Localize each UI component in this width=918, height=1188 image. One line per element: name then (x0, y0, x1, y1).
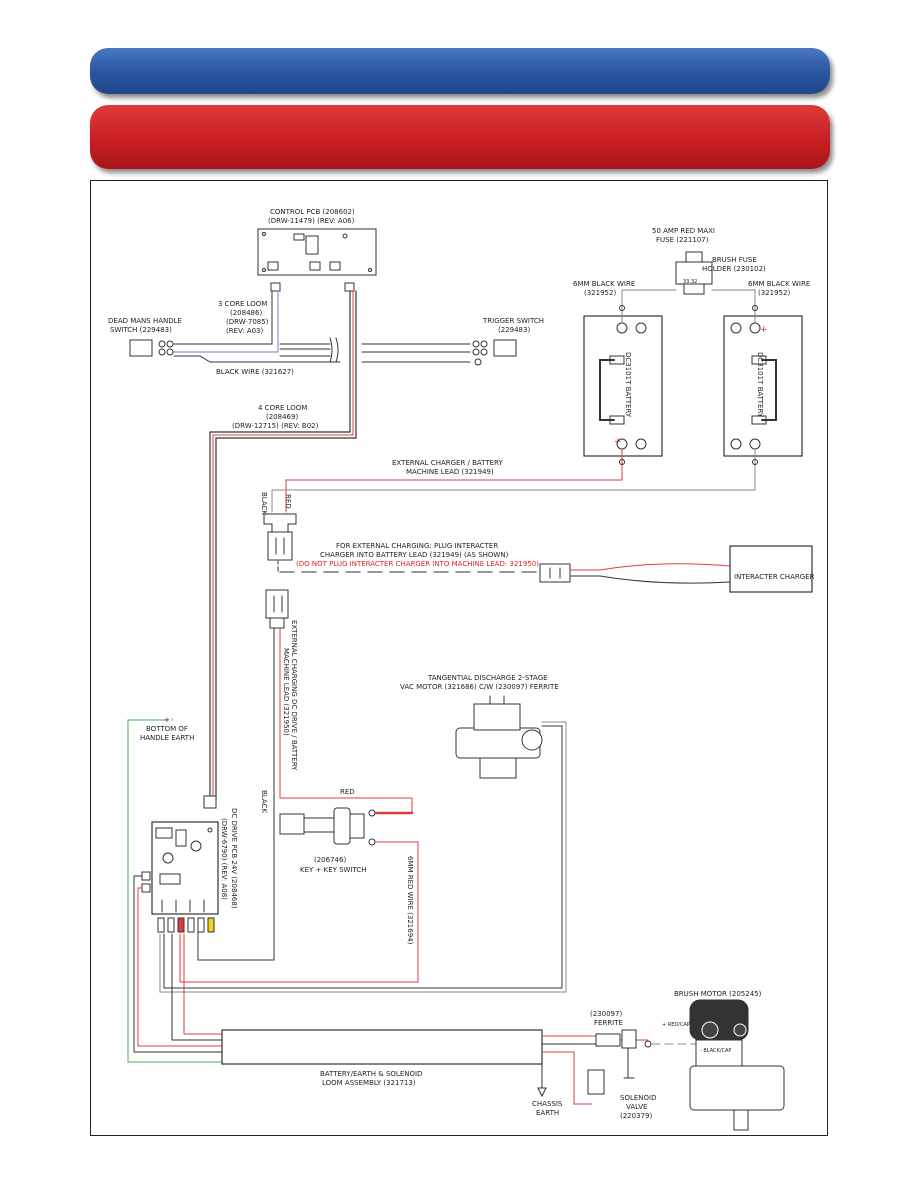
label-red-cap: + RED/CAP (662, 1022, 690, 1028)
label-dc-drive-2: (DRW-6790) (REV: A08) (220, 818, 228, 900)
label-chassis-earth-1: CHASSIS (532, 1100, 563, 1108)
label-bottom-handle-1: BOTTOM OF (146, 725, 188, 733)
label-ext-charger-2: MACHINE LEAD (321949) (406, 468, 494, 476)
title-banner-red (90, 105, 830, 169)
label-ferrite: FERRITE (594, 1019, 623, 1027)
label-brush-fuse-2: HOLDER (230102) (702, 265, 766, 273)
label-loom-assembly-2: LOOM ASSEMBLY (321713) (322, 1079, 416, 1087)
label-battery-left: DC3101T BATTERY (624, 352, 632, 418)
key-switch (279, 807, 376, 846)
label-dc-drive-1: DC DRIVE PCB 24V (208468) (230, 808, 238, 909)
label-interacter-charger: INTERACTER CHARGER (734, 573, 815, 581)
dead-mans-switch (129, 339, 174, 357)
label-ext-charging-warning: (DO NOT PLUG INTERACTER CHARGER INTO MAC… (296, 560, 539, 568)
brush-fuse-holder (675, 251, 713, 295)
label-battery-right: DC3101T BATTERY (756, 352, 764, 418)
label-key-switch: KEY + KEY SWITCH (300, 866, 367, 874)
label-red-key: RED (340, 788, 355, 796)
label-vac-motor-2: VAC MOTOR (321686) C/W (230097) FERRITE (400, 683, 559, 691)
label-solenoid-1: SOLENOID (620, 1094, 656, 1102)
label-dead-mans-2: SWITCH (229483) (110, 326, 172, 334)
battery-right (723, 315, 803, 457)
label-6mm-left-1: 6MM BLACK WIRE (573, 280, 635, 288)
solenoid-valve (587, 1029, 637, 1095)
interacter-charger-box (729, 545, 813, 593)
label-6mm-left-2: (321952) (584, 289, 616, 297)
earth-terminal-icon: +◦ (164, 716, 174, 724)
label-loom4-1: 4 CORE LOOM (258, 404, 307, 412)
label-bottom-handle-2: HANDLE EARTH (140, 734, 194, 742)
label-ext-charging-lead-1: EXTERNAL CHARGING DC DRIVE / BATTERY (290, 620, 298, 771)
trigger-switch (472, 339, 517, 366)
dc-drive-pcb (151, 821, 219, 915)
label-red-wire-6mm: 6MM RED WIRE (321694) (406, 856, 414, 945)
label-black: BLACK (260, 492, 268, 515)
svg-text:+: + (614, 437, 622, 447)
brush-motor (689, 999, 785, 1131)
label-ext-charging-note-2: CHARGER INTO BATTERY LEAD (321949) (AS S… (320, 551, 509, 559)
vac-motor (455, 695, 543, 779)
label-brush-motor: BRUSH MOTOR (205245) (674, 990, 762, 998)
interacter-charger-plug (539, 563, 571, 583)
svg-text:+: + (760, 325, 768, 335)
label-trigger-switch: TRIGGER SWITCH (482, 317, 544, 325)
label-ext-charging-lead-2: MACHINE LEAD (321950) (282, 648, 290, 736)
label-solenoid-2: VALVE (626, 1103, 647, 1111)
label-fuse-1: 50 AMP RED MAXI (652, 227, 715, 235)
label-red: RED (284, 494, 292, 509)
label-ferrite-id: (230097) (590, 1010, 622, 1018)
label-black-wire: BLACK WIRE (321627) (216, 368, 294, 376)
label-loom4-2: (208469) (266, 413, 298, 421)
label-black-cap: - BLACK/CAP (700, 1048, 731, 1054)
label-loom3-4: (REV: A03) (226, 327, 264, 335)
loom-assembly (221, 1029, 543, 1065)
label-loom4-3: (DRW-12715) (REV: B02) (232, 422, 319, 430)
label-brush-fuse-1: BRUSH FUSE (712, 256, 757, 264)
label-control-pcb-drw: (DRW-11479) (REV: A06) (268, 217, 355, 225)
label-dead-mans-1: DEAD MANS HANDLE (108, 317, 182, 325)
label-fuse-rating: 33.32 (683, 279, 697, 285)
label-black-vertical: BLACK (260, 790, 268, 813)
label-control-pcb: CONTROL PCB (208602) (270, 208, 355, 216)
label-6mm-right-2: (321952) (758, 289, 790, 297)
control-pcb (257, 228, 377, 276)
label-chassis-earth-2: EARTH (536, 1109, 559, 1117)
label-key-switch-id: (206746) (314, 856, 346, 864)
label-6mm-right-1: 6MM BLACK WIRE (748, 280, 810, 288)
anderson-plug-machine-lead (265, 589, 289, 629)
title-banner-blue (90, 48, 830, 94)
label-trigger-switch-id: (229483) (498, 326, 530, 334)
anderson-plug-battery-lead (263, 513, 297, 561)
label-fuse-2: FUSE (221107) (656, 236, 709, 244)
label-loom-assembly-1: BATTERY/EARTH & SOLENOID (320, 1070, 422, 1078)
label-loom3-1: 3 CORE LOOM (218, 300, 267, 308)
label-ext-charging-note-1: FOR EXTERNAL CHARGING: PLUG INTERACTER (336, 542, 498, 550)
label-vac-motor-1: TANGENTIAL DISCHARGE 2-STAGE (427, 674, 548, 682)
label-loom3-3: (DRW-7085) (226, 318, 269, 326)
label-ext-charger-1: EXTERNAL CHARGER / BATTERY (392, 459, 503, 467)
label-loom3-2: (208486) (230, 309, 262, 317)
ferrite (595, 1033, 621, 1047)
label-solenoid-3: (220379) (620, 1112, 652, 1120)
battery-left (583, 315, 663, 457)
